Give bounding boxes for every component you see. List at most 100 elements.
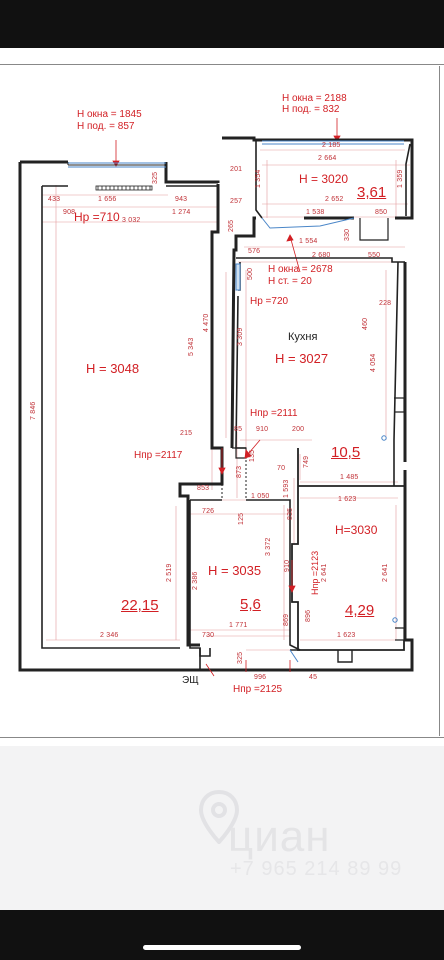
dim-1593: 1 593 xyxy=(283,479,290,498)
dim-500: 500 xyxy=(247,267,254,280)
big-room-height: Н = 3048 xyxy=(86,361,140,376)
kitchen-name: Кухня xyxy=(288,331,318,343)
small-room-height: Н = 3035 xyxy=(208,563,262,578)
big-room-hp: Нр =710 xyxy=(74,210,120,224)
dim-85: 85 xyxy=(234,426,243,433)
dim-2519: 2 519 xyxy=(166,563,173,582)
kitchen-hp: Нр =720 xyxy=(250,296,289,307)
bottom-bar xyxy=(0,910,444,960)
dim-201: 201 xyxy=(230,166,243,173)
drawing-frame xyxy=(0,64,444,738)
image-viewer-background xyxy=(0,746,444,910)
hall-area: 10,5 xyxy=(331,444,361,461)
window-kitchen-height: Н окна = 2678 xyxy=(268,264,333,275)
dim-1623b: 1 623 xyxy=(337,632,356,639)
dim-1538: 1 538 xyxy=(306,209,325,216)
dim-908: 908 xyxy=(63,209,76,216)
dim-910b: 910 xyxy=(284,559,291,572)
dim-2346: 2 346 xyxy=(100,632,119,639)
dim-550: 550 xyxy=(368,252,381,259)
dim-2664: 2 664 xyxy=(318,155,337,162)
dim-1359: 1 359 xyxy=(397,169,404,188)
dim-135: 135 xyxy=(249,449,256,462)
dim-1623a: 1 623 xyxy=(338,496,357,503)
dim-4054: 4 054 xyxy=(370,353,377,372)
dim-2641a: 2 641 xyxy=(321,563,328,582)
dim-330: 330 xyxy=(344,228,351,241)
dim-910a: 910 xyxy=(256,426,269,433)
dim-2185: 2 185 xyxy=(322,142,341,149)
dim-576: 576 xyxy=(248,248,261,255)
dim-70: 70 xyxy=(277,465,286,472)
electrical-shield-label: ЭЩ xyxy=(182,675,199,686)
dim-996: 996 xyxy=(254,674,267,681)
watermark-logo: циан xyxy=(228,812,331,861)
window-left-sill: Н под. = 857 xyxy=(77,121,135,132)
dim-3372: 3 372 xyxy=(265,537,272,556)
bath-area: 4,29 xyxy=(345,602,375,619)
window-kitchen-wall: Н ст. = 20 xyxy=(268,276,312,287)
home-indicator[interactable] xyxy=(143,945,301,950)
kitchen-hnp: Нпр =2111 xyxy=(250,408,298,419)
dim-1485: 1 485 xyxy=(340,474,359,481)
dim-325b: 325 xyxy=(237,651,244,664)
bath-hnp: Нпр =2123 xyxy=(310,550,320,595)
dim-1656: 1 656 xyxy=(98,196,117,203)
location-pin-icon xyxy=(198,790,240,844)
dim-257: 257 xyxy=(230,198,243,205)
window-top-height: Н окна = 2188 xyxy=(282,93,347,104)
dim-726: 726 xyxy=(202,508,215,515)
dim-1554: 1 554 xyxy=(299,238,318,245)
dim-1771: 1 771 xyxy=(229,622,248,629)
dim-5343: 5 343 xyxy=(188,337,195,356)
watermark-phone: +7 965 214 89 99 xyxy=(230,858,403,880)
top-status-bar xyxy=(0,0,444,48)
balcony-area: 3,61 xyxy=(357,184,387,201)
dim-1274: 1 274 xyxy=(172,209,191,216)
drawing-frame-border xyxy=(0,66,440,736)
dim-749: 749 xyxy=(303,455,310,468)
balcony-height: Н = 3020 xyxy=(299,172,349,186)
dim-325a: 325 xyxy=(152,171,159,184)
dim-200: 200 xyxy=(292,426,305,433)
dim-460: 460 xyxy=(362,317,369,330)
dim-850: 850 xyxy=(375,209,388,216)
dim-1354: 1 354 xyxy=(255,169,262,188)
small-room-area: 5,6 xyxy=(240,596,261,613)
dim-3309: 3 309 xyxy=(237,327,244,346)
dim-125: 125 xyxy=(238,512,245,525)
big-room-area: 22,15 xyxy=(121,597,159,614)
window-top-sill: Н под. = 832 xyxy=(282,104,340,115)
dim-228: 228 xyxy=(379,300,392,307)
dim-4470: 4 470 xyxy=(203,313,210,332)
dim-869: 869 xyxy=(283,613,290,626)
walls xyxy=(18,136,414,672)
dim-853: 853 xyxy=(197,485,210,492)
dimension-lines xyxy=(42,149,410,651)
window-sill-hatch xyxy=(95,185,153,191)
dim-7846: 7 846 xyxy=(30,401,37,420)
dim-1050: 1 050 xyxy=(251,493,270,500)
kitchen-height: Н = 3027 xyxy=(275,351,329,366)
windows xyxy=(68,140,404,663)
dim-2386: 2 386 xyxy=(192,571,199,590)
dim-215: 215 xyxy=(180,430,193,437)
dim-873: 873 xyxy=(236,465,243,478)
bath-height: Н=3030 xyxy=(335,523,378,537)
dim-433: 433 xyxy=(48,196,61,203)
door-arrows xyxy=(205,439,296,677)
dim-3032: 3 032 xyxy=(122,217,141,224)
dim-2680: 2 680 xyxy=(312,252,331,259)
dim-265: 265 xyxy=(228,219,235,232)
dim-943: 943 xyxy=(175,196,188,203)
window-left-height: Н окна = 1845 xyxy=(77,109,142,120)
dim-835: 835 xyxy=(287,507,294,520)
big-room-hnp: Нпр =2117 xyxy=(134,450,183,461)
dim-2641b: 2 641 xyxy=(382,563,389,582)
small-room-hnp: Нпр =2125 xyxy=(233,684,283,695)
dim-2652: 2 652 xyxy=(325,196,344,203)
dim-45: 45 xyxy=(309,674,318,681)
dim-730: 730 xyxy=(202,632,215,639)
dim-896: 896 xyxy=(305,609,312,622)
